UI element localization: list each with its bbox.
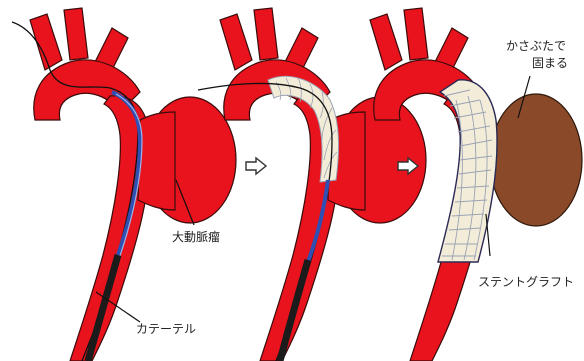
step-arrow-1-icon <box>246 158 266 174</box>
label-catheter: カテーテル <box>136 322 196 336</box>
label-stent-graft: ステントグラフト <box>478 275 574 289</box>
label-clot-line1: かさぶたで <box>506 39 566 53</box>
clot-aneurysm-sac <box>490 94 582 226</box>
label-clot-line2: 固まる <box>532 56 568 70</box>
panel-1-catheter-insertion: 大動脈瘤 カテーテル <box>12 8 236 361</box>
label-aneurysm: 大動脈瘤 <box>172 229 220 244</box>
